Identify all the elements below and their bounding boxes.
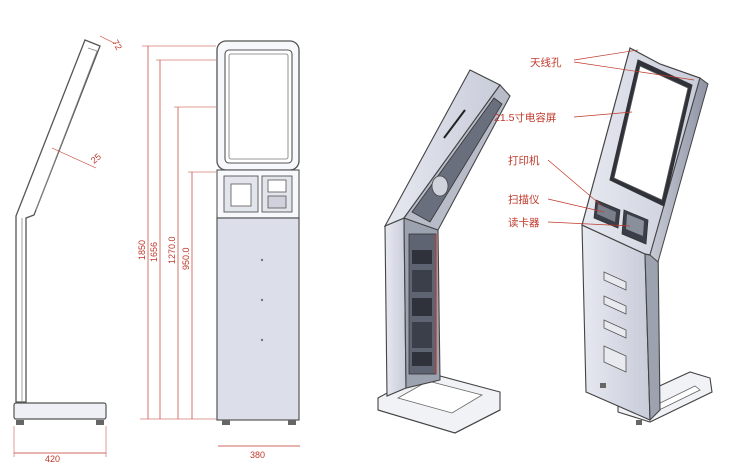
dim-base-width: 420 <box>45 454 60 464</box>
callout-screen: 21.5寸电容屏 <box>494 111 556 124</box>
callout-card-reader: 读卡器 <box>508 216 540 229</box>
callout-leaders <box>547 49 695 227</box>
callout-printer: 打印机 <box>508 154 540 167</box>
front-view <box>140 40 300 447</box>
dim-body-width: 380 <box>250 450 265 460</box>
open-kiosk-view <box>377 69 511 434</box>
dim-upper-height: 1270.0 <box>167 236 177 264</box>
dim-tilt: 25 <box>89 151 103 165</box>
callout-scanner: 扫描仪 <box>508 193 540 206</box>
closed-kiosk-view <box>581 47 713 425</box>
side-view <box>13 35 117 457</box>
dim-lower-height: 950.0 <box>181 247 191 270</box>
dim-body-height: 1656 <box>149 242 159 262</box>
dim-bezel-top: 72 <box>110 38 124 52</box>
callout-camera: 天线孔 <box>530 56 562 69</box>
dim-total-height: 1850 <box>137 240 147 260</box>
